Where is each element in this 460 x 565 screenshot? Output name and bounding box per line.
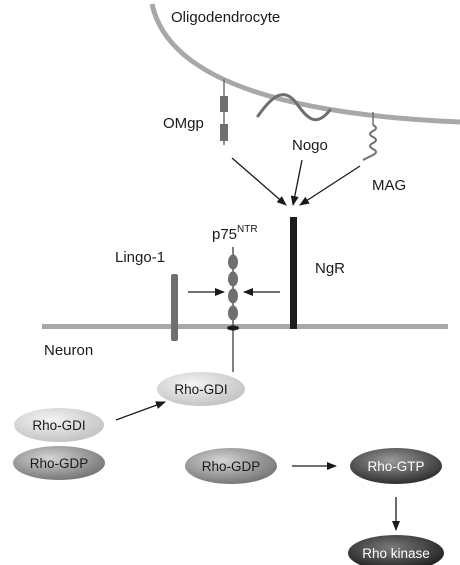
svg-text:Rho-GDP: Rho-GDP bbox=[202, 459, 261, 474]
rho-gtp-pill: Rho-GTP bbox=[350, 448, 442, 484]
svg-text:Rho-GDI: Rho-GDI bbox=[174, 382, 227, 397]
oligodendrocyte-label: Oligodendrocyte bbox=[171, 9, 280, 26]
nogo-protein bbox=[256, 93, 332, 122]
svg-text:Rho-GDP: Rho-GDP bbox=[30, 456, 89, 471]
nogo-label: Nogo bbox=[292, 137, 328, 154]
ngr-receptor bbox=[290, 217, 297, 329]
oligodendrocyte-membrane bbox=[149, 3, 460, 125]
omgp-protein bbox=[220, 79, 228, 145]
svg-text:Rho kinase: Rho kinase bbox=[362, 546, 430, 561]
ngr-label: NgR bbox=[315, 260, 345, 277]
lingo-1-protein bbox=[171, 274, 178, 341]
p75ntr-label: p75NTR bbox=[212, 224, 258, 243]
svg-text:Rho-GDI: Rho-GDI bbox=[32, 418, 85, 433]
lingo-1-label: Lingo-1 bbox=[115, 249, 165, 266]
arrow-mag-to-ngr bbox=[299, 165, 361, 206]
rho-kinase-pill: Rho kinase bbox=[348, 535, 444, 565]
neuron-label: Neuron bbox=[44, 342, 93, 359]
neuron-membrane bbox=[42, 324, 448, 329]
rho-gdi-top-pill: Rho-GDI bbox=[157, 372, 245, 406]
mag-protein bbox=[362, 112, 377, 161]
omgp-label: OMgp bbox=[163, 115, 204, 132]
p75ntr-receptor bbox=[227, 247, 239, 372]
rho-gdp-left-pill: Rho-GDP bbox=[13, 446, 105, 480]
arrow-omgp-to-ngr bbox=[231, 157, 287, 206]
arrow-complex-to-rho-gdi bbox=[115, 401, 166, 421]
arrow-nogo-to-ngr bbox=[290, 159, 303, 206]
svg-text:Rho-GTP: Rho-GTP bbox=[367, 459, 424, 474]
mag-label: MAG bbox=[372, 177, 406, 194]
rho-gdi-left-pill: Rho-GDI bbox=[14, 408, 104, 442]
rho-gdp-mid-pill: Rho-GDP bbox=[185, 448, 277, 484]
